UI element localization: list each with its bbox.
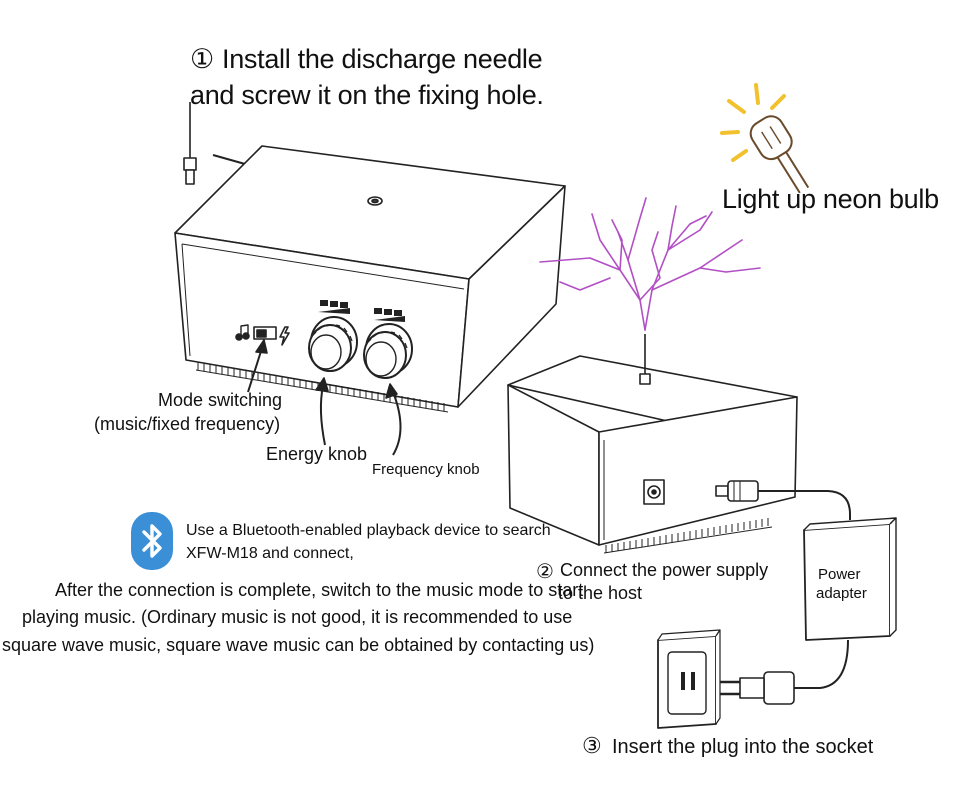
mode-label-line2: (music/fixed frequency) xyxy=(94,414,281,434)
step2-marker: ② xyxy=(536,561,554,583)
second-host-box xyxy=(507,334,798,554)
energy-knob-label: Energy knob xyxy=(266,444,368,464)
neon-bulb-icon xyxy=(720,83,810,194)
adapter-line1: Power xyxy=(818,566,861,583)
bluetooth-icon xyxy=(142,524,162,558)
neon-bulb-label: Light up neon bulb xyxy=(722,184,939,214)
discharge-needle xyxy=(183,102,197,185)
frequency-arrow xyxy=(385,383,402,456)
wall-socket xyxy=(657,629,721,729)
bluetooth-line2: XFW-M18 and connect, xyxy=(186,545,354,562)
dc-plug xyxy=(715,480,851,520)
instructions-line1: After the connection is complete, switch… xyxy=(55,580,584,600)
instructions-line3: square wave music, square wave music can… xyxy=(2,635,595,655)
step1-marker: ① xyxy=(190,44,214,74)
mode-arrow xyxy=(247,339,268,393)
energy-knob xyxy=(308,316,358,372)
step1-line2: and screw it on the fixing hole. xyxy=(190,80,544,110)
bluetooth-line1: Use a Bluetooth-enabled playback device … xyxy=(186,522,551,539)
adapter-line2: adapter xyxy=(816,585,867,602)
step3-text: Insert the plug into the socket xyxy=(612,736,874,758)
mode-switch xyxy=(253,326,277,340)
step2-line2: to the host xyxy=(558,583,643,603)
frequency-knob-label: Frequency knob xyxy=(372,461,480,478)
step3-marker: ③ xyxy=(582,733,602,758)
power-adapter xyxy=(794,517,897,689)
mode-label-line1: Mode switching xyxy=(158,390,283,410)
frequency-knob xyxy=(363,323,413,379)
lightning-icon xyxy=(279,326,290,346)
instructions-line2: playing music. (Ordinary music is not go… xyxy=(22,607,573,627)
music-note-icon xyxy=(235,324,250,341)
plasma-arc xyxy=(539,197,761,331)
energy-arrow xyxy=(315,377,329,446)
step1-line1: Install the discharge needle xyxy=(222,44,543,74)
wall-plug xyxy=(716,671,795,705)
bluetooth-badge xyxy=(131,512,173,570)
knob-panel-markings xyxy=(318,300,405,322)
step2-line1: Connect the power supply xyxy=(560,560,769,580)
